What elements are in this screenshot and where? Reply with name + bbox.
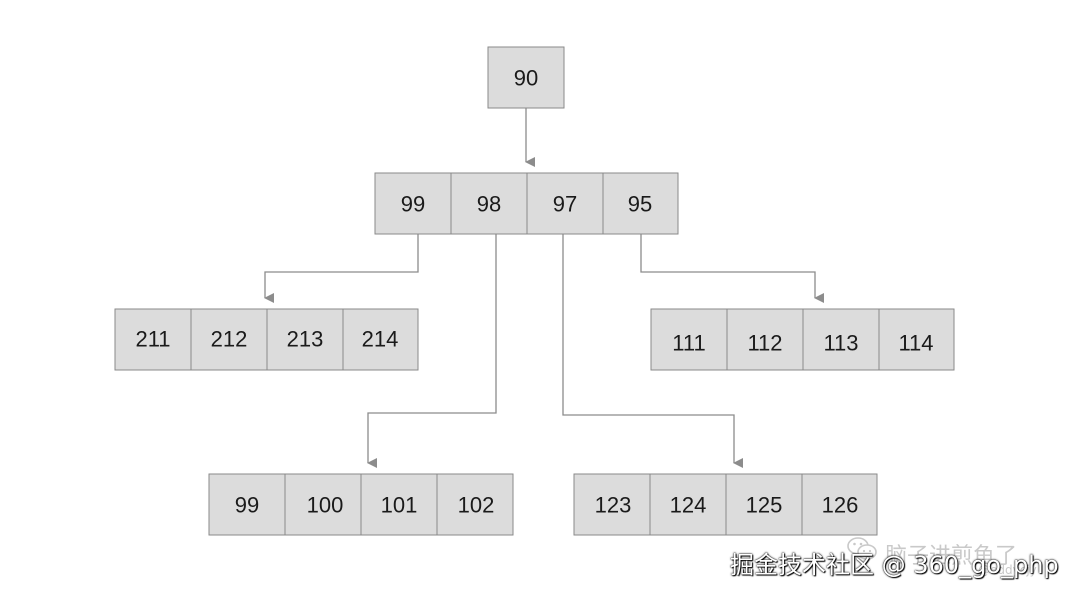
node-cell: 213: [266, 308, 344, 371]
node-cell: 102: [436, 473, 514, 536]
node-cell: 126: [801, 473, 878, 536]
node-key: 99: [401, 192, 425, 217]
node-key: 98: [477, 192, 501, 217]
edge-98-to-leaf-99: [367, 234, 497, 468]
leaf-node-211: 211 212 213 214: [114, 308, 419, 371]
node-key: 95: [628, 192, 652, 217]
node-key: 102: [458, 493, 495, 518]
node-key: 212: [211, 327, 248, 352]
node-key: 111: [672, 331, 705, 356]
wechat-icon: [847, 537, 877, 560]
node-key: 214: [362, 327, 399, 352]
node-key: 125: [746, 493, 783, 518]
node-key: 113: [823, 331, 858, 356]
node-key: 90: [514, 66, 538, 91]
node-key: 99: [235, 493, 259, 518]
node-cell: 95: [602, 172, 679, 235]
edges: [264, 108, 824, 468]
edge-99-to-leaf-211: [264, 234, 419, 303]
watermark-account: 脑子进煎鱼了: [885, 544, 1018, 569]
node-key: 100: [307, 493, 344, 518]
node-key: 124: [670, 493, 707, 518]
node-key: 112: [747, 331, 782, 356]
node-cell: 123: [573, 473, 651, 536]
leaf-node-99: 99 100 101 102: [208, 473, 514, 536]
node-cell: 113: [802, 308, 880, 371]
node-cell: 112: [726, 308, 804, 371]
watermark-handle: @eddycjy: [978, 563, 1037, 577]
node-key: 211: [135, 327, 170, 352]
node-cell: 90: [487, 46, 565, 109]
leaf-node-123: 123 124 125 126: [573, 473, 878, 536]
node-cell: 99: [374, 172, 452, 235]
node-cell: 101: [360, 473, 438, 536]
node-cell: 99: [208, 473, 286, 536]
node-cell: 111: [650, 308, 728, 371]
root-node: 90: [487, 46, 565, 109]
edge-97-to-leaf-123: [562, 234, 743, 468]
node-key: 213: [287, 327, 324, 352]
node-cell: 214: [342, 308, 419, 371]
leaf-node-111: 111 112 113 114: [650, 308, 955, 371]
node-key: 97: [553, 192, 577, 217]
watermark-platform: 掘金技术社区 @ 360_go_php: [730, 551, 1059, 579]
node-cell: 98: [450, 172, 528, 235]
node-cell: 97: [526, 172, 604, 235]
node-cell: 114: [878, 308, 955, 371]
node-cell: 212: [190, 308, 268, 371]
node-cell: 211: [114, 308, 192, 371]
node-key: 123: [595, 493, 632, 518]
node-cell: 124: [649, 473, 727, 536]
node-cell: 100: [284, 473, 362, 536]
level1-node: 99 98 97 95: [374, 172, 679, 235]
edge-95-to-leaf-111: [640, 234, 824, 303]
node-key: 114: [898, 331, 933, 356]
node-key: 126: [822, 493, 859, 518]
node-key: 101: [381, 493, 418, 518]
node-cell: 125: [725, 473, 803, 536]
